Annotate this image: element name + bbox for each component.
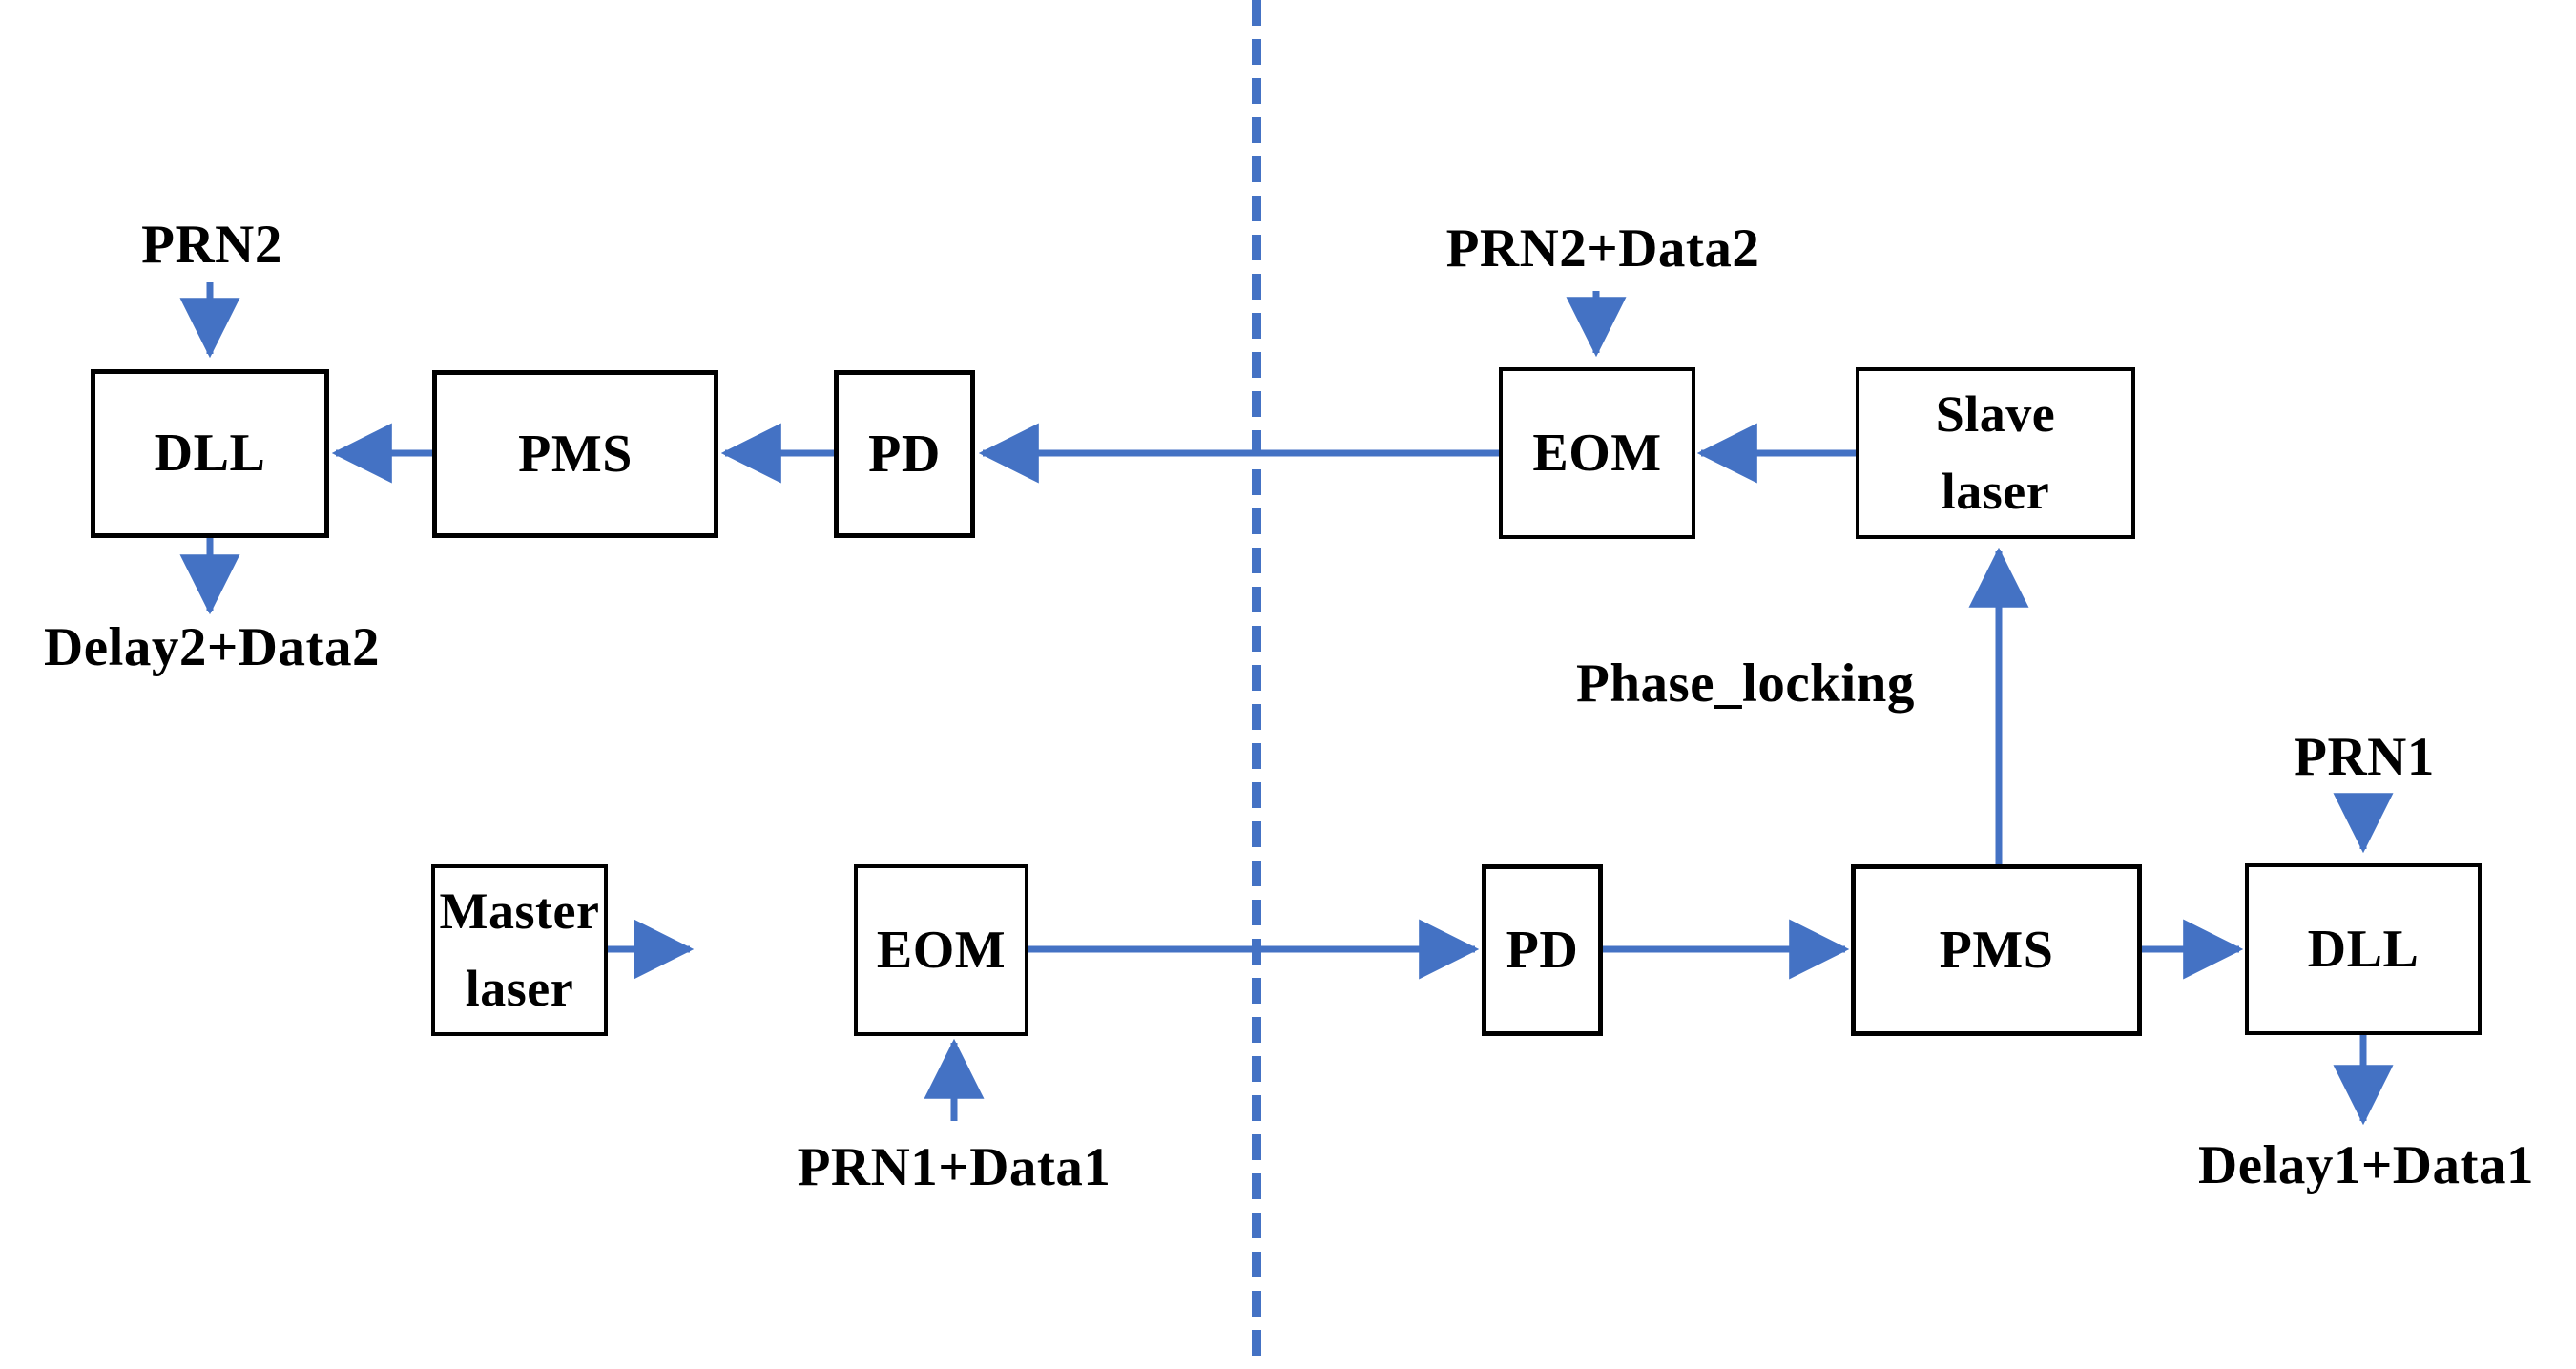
block-dll-top-left[interactable]: DLL — [91, 369, 329, 538]
block-slave-laser[interactable]: Slave laser — [1856, 367, 2135, 539]
block-pd-bottom-right[interactable]: PD — [1482, 864, 1603, 1036]
label-prn1-data1: PRN1+Data1 — [797, 1137, 1111, 1197]
label-prn1: PRN1 — [2294, 727, 2435, 787]
block-label: PD — [1506, 920, 1579, 980]
label-delay1-data1: Delay1+Data1 — [2198, 1135, 2534, 1195]
block-label: DLL — [154, 424, 266, 484]
block-label: PD — [868, 424, 941, 484]
block-eom-bottom-left[interactable]: EOM — [854, 864, 1028, 1036]
label-delay2-data2: Delay2+Data2 — [44, 617, 380, 677]
block-pms-top-left[interactable]: PMS — [432, 370, 718, 538]
block-pms-bottom-right[interactable]: PMS — [1851, 864, 2142, 1036]
block-eom-top-right[interactable]: EOM — [1499, 367, 1695, 539]
label-phase-locking: Phase_locking — [1576, 653, 1915, 714]
label-prn2: PRN2 — [141, 215, 282, 275]
block-label: EOM — [876, 920, 1007, 980]
block-label: Slave laser — [1935, 385, 2056, 520]
block-pd-top-left[interactable]: PD — [834, 370, 975, 538]
block-label: Master laser — [439, 882, 600, 1017]
block-dll-bottom-right[interactable]: DLL — [2245, 863, 2482, 1035]
block-label: PMS — [518, 424, 633, 484]
block-label: DLL — [2307, 919, 2420, 979]
block-label: EOM — [1532, 423, 1662, 483]
label-prn2-data2: PRN2+Data2 — [1445, 218, 1760, 279]
block-label: PMS — [1939, 920, 2054, 980]
block-master-laser[interactable]: Master laser — [431, 864, 608, 1036]
